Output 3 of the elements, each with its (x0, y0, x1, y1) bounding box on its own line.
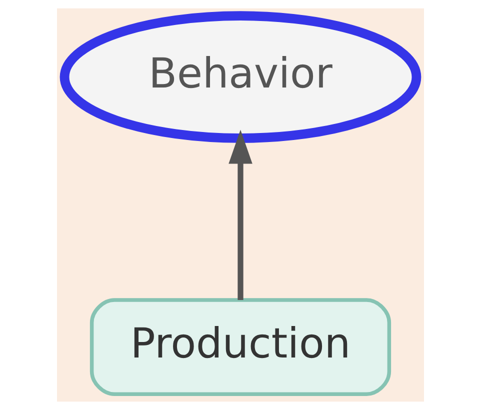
node-box: Production (90, 298, 392, 396)
arrow (228, 130, 252, 300)
node-ellipse: Behavior (60, 11, 422, 143)
